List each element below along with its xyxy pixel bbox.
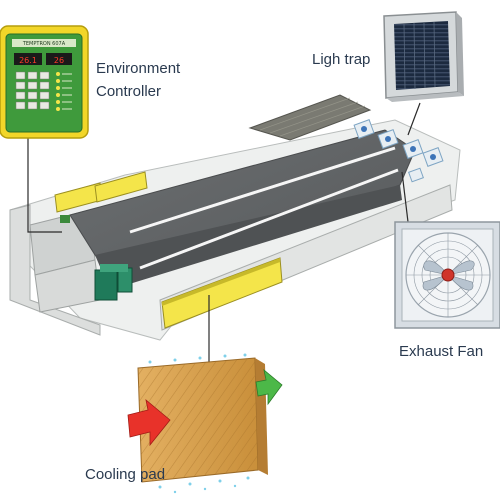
control-room-units [94,264,133,301]
roof-end-grid [248,94,372,141]
exhaust-fan-icon [394,221,500,329]
environment-controller-label-line1: Environment [96,60,181,77]
controller-brand: TEMPTRON 607A [22,41,66,47]
controller-icon: TEMPTRON 607A 26.1 26 [0,25,89,139]
cooling-pad-label: Cooling pad [85,466,166,483]
exhaust-fan-label: Exhaust Fan [399,343,484,360]
poultry-house [9,94,461,341]
light-trap-label: Ligh trap [312,51,371,68]
cooling-pad-icon [137,353,268,494]
airflow-out-arrow-icon [255,368,283,406]
controller-display-right: 26 [54,56,64,65]
controller-display-left: 26.1 [19,56,37,65]
light-trap-icon [383,11,464,102]
end-exhaust-fans [353,119,444,183]
leader-lines [27,102,421,365]
side-pads-left [54,171,148,213]
wall-cooling-pad [161,257,283,329]
roof-front [95,185,402,290]
wall-controller-unit [60,215,70,223]
airflow-in-arrow-icon [127,398,171,447]
environment-controller-label-line2: Controller [96,83,162,100]
house-end-wall [9,204,101,336]
